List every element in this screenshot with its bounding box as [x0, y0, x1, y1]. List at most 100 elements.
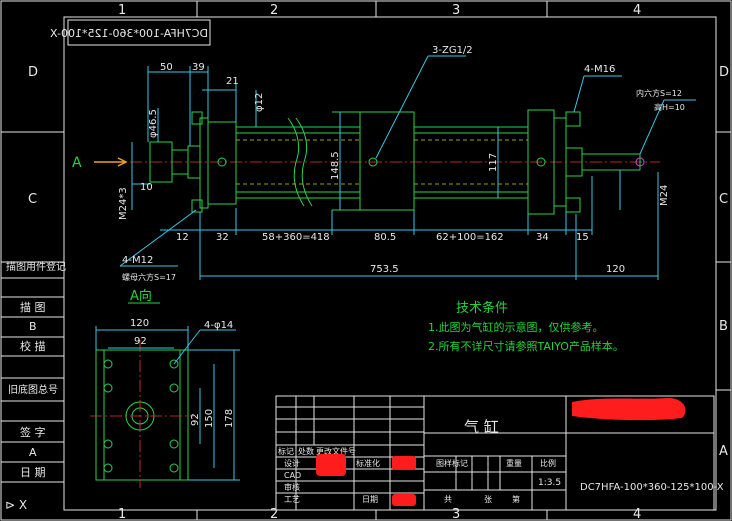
row-label: B: [719, 319, 728, 334]
tb-label: 更改文件号: [316, 446, 356, 456]
dim-text: 117: [488, 153, 499, 172]
dim-text: 148.5: [330, 151, 341, 180]
side-arrow-glyph: ⊳ X: [5, 498, 27, 512]
dim-text: φ46.5: [148, 109, 159, 138]
rod-tip-icon: [635, 157, 645, 167]
dim-text: 4-M16: [584, 64, 615, 75]
side-item: A: [29, 446, 37, 459]
mount-hole: [169, 359, 179, 369]
dim-text: 39: [192, 62, 205, 73]
tb-label: 共: [444, 495, 452, 504]
view-a: A向 120 92 4-φ14 92 150 178: [90, 288, 240, 488]
break-mark: [287, 117, 305, 207]
tb-label: 比例: [540, 458, 556, 468]
flange-outline: [95, 349, 189, 481]
dim-text: 92: [134, 336, 147, 347]
dim-text: 高H=10: [654, 102, 685, 112]
dim-text: 内六方S=12: [636, 88, 682, 98]
front-view: A: [72, 109, 660, 215]
dim-text: 120: [606, 264, 625, 275]
col-label: 2: [270, 507, 278, 521]
tb-label: 第: [512, 494, 520, 504]
mount-hole: [103, 439, 113, 449]
row-label: D: [719, 65, 729, 80]
dim-text: 32: [216, 232, 229, 243]
side-item: 旧底图总号: [8, 383, 58, 396]
dim-text: 80.5: [374, 232, 396, 243]
side-item: 日 期: [20, 466, 46, 479]
dim-text: 螺母六方S=17: [122, 272, 176, 282]
redaction-mark: [572, 398, 686, 421]
tb-scale: 1:3.5: [538, 478, 561, 488]
arrow-icon: [94, 157, 128, 167]
notes-line: 1.此图为气缸的示意图，仅供参考。: [428, 320, 604, 334]
dim-text: M24: [659, 185, 670, 206]
port-circle: [536, 157, 546, 167]
redaction-mark: [392, 494, 416, 506]
tie-rod-nut: [191, 199, 203, 213]
tb-label: 设计: [284, 458, 300, 468]
tb-label: CAD: [284, 471, 301, 480]
dim-text: 15: [576, 232, 589, 243]
col-label: 3: [452, 3, 460, 18]
dim-text: 10: [140, 182, 153, 193]
mount-hole: [169, 383, 179, 393]
tb-label: 日期: [362, 495, 378, 504]
dim-text: 4-φ14: [204, 320, 233, 331]
col-label: 2: [270, 3, 278, 18]
notes-title: 技术条件: [456, 300, 508, 316]
dim-text: 58+360=418: [262, 232, 330, 243]
row-label: A: [719, 444, 728, 459]
tie-rod-nut: [565, 111, 581, 127]
tb-label: 审核: [284, 482, 300, 492]
dim-text: 50: [160, 62, 173, 73]
dim-text: M24*3: [118, 187, 129, 220]
tb-drawing-no: DC7HFA-100*360-125*100-X: [580, 482, 724, 493]
tb-name: 气 缸: [464, 418, 499, 436]
tb-label: 标准化: [356, 458, 380, 468]
tb-label: 重量: [506, 458, 522, 468]
piston-rod-nut: [565, 147, 583, 177]
side-item: B: [29, 320, 37, 333]
dim-text: 21: [226, 76, 239, 87]
tech-notes: 技术条件 1.此图为气缸的示意图，仅供参考。 2.所有不详尺寸请参照TAIYO产…: [428, 300, 624, 353]
tb-label: 工艺: [284, 495, 300, 504]
redaction-mark: [316, 454, 346, 476]
redaction-mark: [392, 456, 416, 470]
grid-labels: 1 2 3 4 1 2 3 4 D C D C B A: [28, 3, 729, 521]
dim-text: φ12: [254, 93, 265, 112]
front-dims: 50 39 21 φ12 φ46.5 3-ZG1/2 4-M16 内六方S=12…: [118, 45, 685, 282]
tie-rod-nut: [191, 111, 203, 125]
tb-label: 标记: [278, 446, 294, 456]
col-label: 1: [118, 507, 126, 521]
middle-block: [359, 111, 415, 211]
side-item: 签 字: [20, 425, 46, 439]
view-a-title: A向: [130, 288, 152, 304]
dim-text: 4-M12: [122, 255, 153, 266]
col-label: 4: [633, 3, 641, 18]
dim-text: 62+100=162: [436, 232, 504, 243]
col-label: 3: [452, 507, 460, 521]
port-circle: [217, 157, 227, 167]
mount-hole: [169, 439, 179, 449]
col-label: 4: [633, 507, 641, 521]
tb-label: 图样标记: [436, 458, 468, 468]
mount-hole: [103, 463, 113, 473]
mount-hole: [103, 359, 113, 369]
front-dim-lines: [119, 55, 696, 280]
left-cap: [199, 117, 209, 209]
dim-text: 34: [536, 232, 549, 243]
dim-text: 178: [224, 409, 235, 428]
dim-text: 120: [130, 318, 149, 329]
notes-line: 2.所有不详尺寸请参照TAIYO产品样本。: [428, 339, 624, 353]
title-block: 标记 处数 更改文件号 设计 标准化 CAD 审核 工艺 日期 图样标记 重量 …: [275, 395, 724, 511]
side-item: 校 描: [20, 339, 46, 353]
mirrored-code: DC7HFA-100*360-125*100-X: [50, 27, 208, 40]
col-label: 1: [118, 3, 126, 18]
mirrored-code-box: [67, 19, 211, 46]
view-arrow-label: A: [72, 155, 82, 171]
dim-text: 150: [204, 409, 215, 428]
side-item: 描图用件登记: [6, 260, 66, 273]
